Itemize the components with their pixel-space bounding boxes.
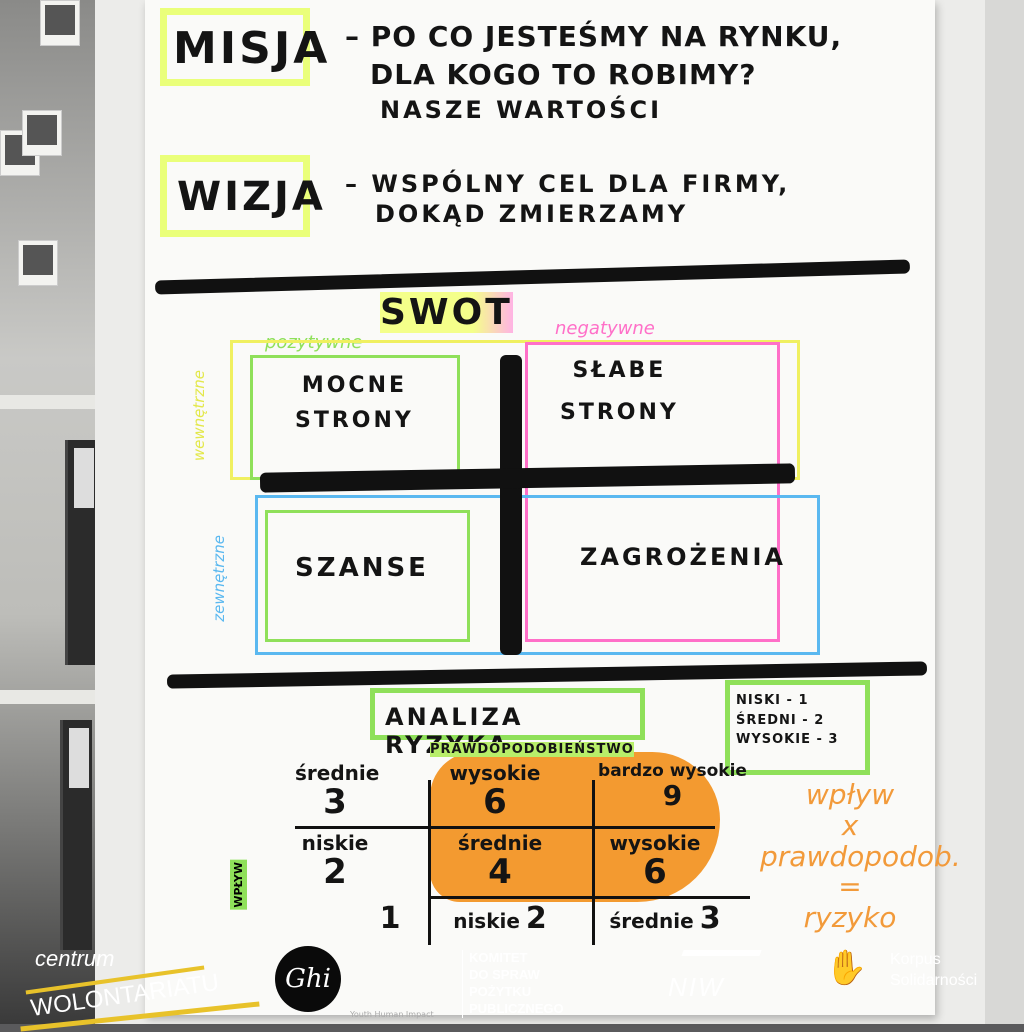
niw-logo: NIW — [668, 972, 725, 1002]
weaknesses-line: STRONY — [560, 399, 679, 425]
risk-cell-value: 6 — [643, 852, 667, 892]
komitet-line: PUBLICZNEGO — [469, 1000, 564, 1016]
opportunities-frame — [265, 510, 470, 642]
formula-part: wpływ — [805, 778, 895, 811]
threats-label: ZAGROŻENIA — [580, 543, 786, 571]
risk-legend: NISKI - 1 ŚREDNI - 2 WYSOKIE - 3 — [725, 680, 870, 775]
formula-part: prawdopodob. — [760, 839, 961, 873]
mission-line: – PO CO JESTEŚMY NA RYNKU, — [345, 20, 843, 53]
korpus-line: Solidarności — [890, 971, 978, 989]
formula-part: = — [838, 870, 862, 904]
komitet-logo: KOMITET DO SPRAW POŻYTKU PUBLICZNEGO — [462, 950, 564, 1018]
formula-part: x — [841, 808, 859, 842]
hand-icon: ✋ — [825, 949, 868, 987]
legend-item: ŚREDNI - 2 — [736, 712, 825, 728]
impact-level: 1 — [370, 902, 410, 935]
risk-cell-value: 4 — [488, 852, 512, 892]
vision-line: DOKĄD ZMIERZAMY — [375, 200, 689, 228]
grid-line — [428, 780, 431, 945]
risk-cell-value: 6 — [483, 782, 507, 822]
negative-label: negatywne — [555, 318, 655, 339]
yhi-logo-caption: Youth Human Impact — [350, 1010, 434, 1019]
weaknesses-line: SŁABE — [572, 358, 667, 383]
risk-cell-label: bardzo wysokie — [598, 761, 747, 781]
formula-part: ryzyko — [803, 901, 897, 935]
opportunities-label: SZANSE — [295, 553, 429, 583]
photo-polaroid — [22, 110, 62, 156]
legend-item: WYSOKIE - 3 — [736, 732, 839, 747]
komitet-line: KOMITET — [469, 950, 528, 965]
risk-cell-value: 2 — [525, 901, 547, 936]
strengths-line: STRONY — [295, 408, 414, 434]
vision-title: WIZJA — [160, 155, 323, 237]
impact-level-label: średnie — [295, 761, 380, 785]
impact-level-value: 1 — [379, 901, 401, 936]
weaknesses-label: SŁABE STRONY — [560, 350, 679, 434]
photo-polaroid — [40, 0, 80, 46]
risk-title: ANALIZA RYZYKA — [370, 688, 645, 759]
binder — [60, 720, 92, 950]
risk-cell-label: niskie — [453, 909, 520, 933]
external-label: zewnętrzne — [210, 535, 228, 622]
risk-formula: wpływ x prawdopodob. = ryzyko — [760, 778, 961, 935]
swot-title: SWOT — [380, 292, 513, 333]
shelf — [0, 690, 105, 704]
grid-line — [295, 826, 715, 829]
strengths-label: MOCNE STRONY — [295, 368, 414, 438]
yhi-logo: Ghi — [275, 946, 341, 1012]
risk-cell-label: wysokie — [609, 831, 701, 855]
impact-level-value: 2 — [323, 852, 347, 892]
divider-line — [154, 259, 911, 295]
korpus-logo: Korpus Solidarności — [890, 950, 977, 992]
centrum-logo-script: centrum — [35, 946, 115, 971]
swot-cross-vertical — [500, 355, 522, 655]
shelf — [0, 395, 105, 409]
impact-label: WPŁYW — [230, 860, 247, 910]
niw-logo-flag-icon — [676, 950, 762, 970]
legend-item: NISKI - 1 — [736, 693, 809, 708]
internal-label: wewnętrzne — [190, 370, 208, 462]
risk-cell-value: 3 — [699, 901, 721, 936]
strengths-line: MOCNE — [301, 373, 408, 398]
probability-label: PRAWDOPODOBIEŃSTWO — [430, 742, 634, 757]
risk-cell-label: wysokie — [449, 761, 541, 785]
mission-title: MISJA — [160, 8, 327, 86]
photo-polaroid — [18, 240, 58, 286]
komitet-line: DO SPRAW — [469, 966, 540, 982]
binder — [65, 440, 97, 665]
mission-line: DLA KOGO TO ROBIMY? — [370, 58, 757, 91]
impact-level-value: 3 — [323, 782, 347, 822]
risk-cell-label: średnie — [457, 831, 543, 855]
external-frame — [255, 495, 820, 655]
impact-level-label: niskie — [301, 831, 369, 855]
risk-cell-value: 9 — [662, 778, 683, 812]
grid-line — [430, 896, 750, 899]
grid-line — [592, 780, 595, 945]
flipchart-paper: MISJA – PO CO JESTEŚMY NA RYNKU, DLA KOG… — [145, 0, 961, 1015]
risk-cell-label: średnie — [609, 909, 694, 933]
korpus-line: Korpus — [890, 951, 941, 968]
vision-line: – WSPÓLNY CEL DLA FIRMY, — [345, 170, 791, 198]
komitet-line: POŻYTKU — [469, 983, 532, 999]
mission-line: NASZE WARTOŚCI — [380, 96, 663, 124]
weaknesses-threats-frame — [525, 342, 780, 642]
